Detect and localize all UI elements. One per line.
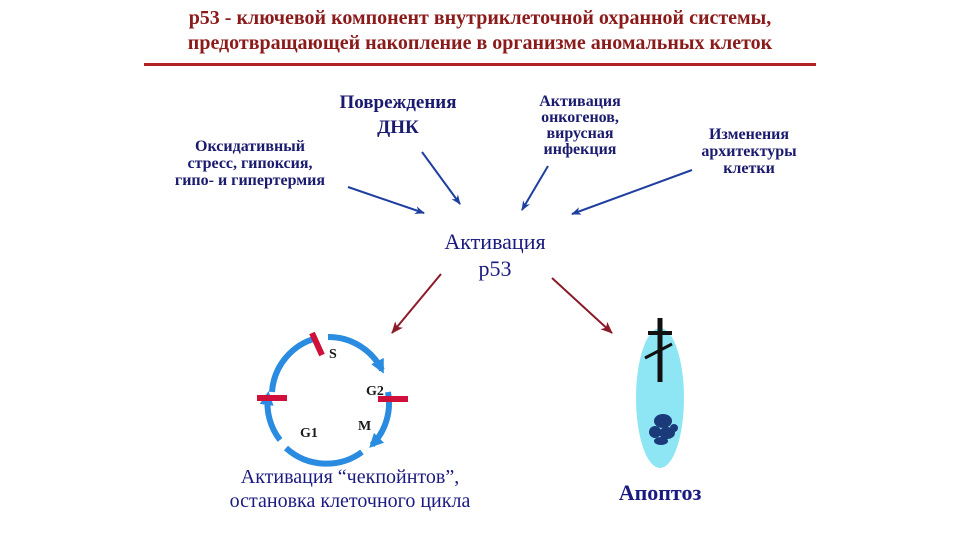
fragmented-nucleus xyxy=(649,414,678,445)
title-line-2: предотвращающей накопление в организме а… xyxy=(187,32,773,54)
cause-onco-line-4: инфекция xyxy=(543,141,617,158)
checkpoint-line-1: Активация “чекпойнтов”, xyxy=(240,466,460,488)
cause-dna-damage: Повреждения ДНК xyxy=(322,90,474,140)
cycle-arc-s-to-g2 xyxy=(327,333,385,374)
cause-onco-line-3: вирусная xyxy=(546,125,614,142)
phase-label-s: S xyxy=(329,347,337,362)
checkpoint-line-2: остановка клеточного цикла xyxy=(229,490,471,512)
cause-arch-line-3: клетки xyxy=(723,160,775,177)
title-line-1: p53 - ключевой компонент внутриклеточной… xyxy=(188,7,772,29)
p53-line-1: Активация xyxy=(444,229,546,254)
death-cross-icon xyxy=(644,318,673,382)
phase-label-m: M xyxy=(358,419,372,434)
p53-activation-node: Активация p53 xyxy=(420,228,570,282)
title-underline xyxy=(144,63,816,66)
cause-oxid-line-2: стресс, гипоксия, xyxy=(187,155,313,172)
outcome-apoptosis: Апоптоз xyxy=(618,480,702,505)
cause-oxid-line-1: Оксидативный xyxy=(195,138,305,155)
outcome-checkpoint-activation: Активация “чекпойнтов”, остановка клеточ… xyxy=(180,465,520,513)
cause-architecture-change: Изменения архитектуры клетки xyxy=(684,126,814,177)
cause-dna-line-2: ДНК xyxy=(377,117,419,138)
phase-label-g1: G1 xyxy=(300,426,318,441)
phase-label-g2: G2 xyxy=(366,384,384,399)
checkpoint-bar-s xyxy=(309,331,325,357)
cycle-arc-g1-up xyxy=(259,391,283,442)
cause-dna-line-1: Повреждения xyxy=(339,92,457,113)
apoptotic-cell xyxy=(636,318,684,468)
arrow-oxidative-to-p53 xyxy=(347,186,425,214)
cause-onco-line-1: Активация xyxy=(539,93,621,110)
cycle-arc-g1-to-s xyxy=(269,335,318,393)
cause-arch-line-2: архитектуры xyxy=(701,143,797,160)
cause-oxidative-stress: Оксидативный стресс, гипоксия, гипо- и г… xyxy=(150,138,350,189)
arrow-dna-to-p53 xyxy=(421,151,461,205)
cell-cycle-diagram xyxy=(257,331,408,467)
p53-line-2: p53 xyxy=(478,256,512,281)
cause-oxid-line-3: гипо- и гипертермия xyxy=(174,172,326,189)
arrow-architecture-to-p53 xyxy=(571,169,693,215)
arrow-oncogene-to-p53 xyxy=(521,165,549,211)
cause-arch-line-1: Изменения xyxy=(708,126,790,143)
arrow-p53-to-cycle xyxy=(391,273,442,334)
slide-title: p53 - ключевой компонент внутриклеточной… xyxy=(0,6,960,56)
cycle-arc-m-to-g1 xyxy=(283,445,364,467)
arrow-p53-to-apoptosis xyxy=(551,277,613,334)
cause-oncogene-activation: Активация онкогенов, вирусная инфекция xyxy=(505,94,655,158)
cause-onco-line-2: онкогенов, xyxy=(541,109,619,126)
